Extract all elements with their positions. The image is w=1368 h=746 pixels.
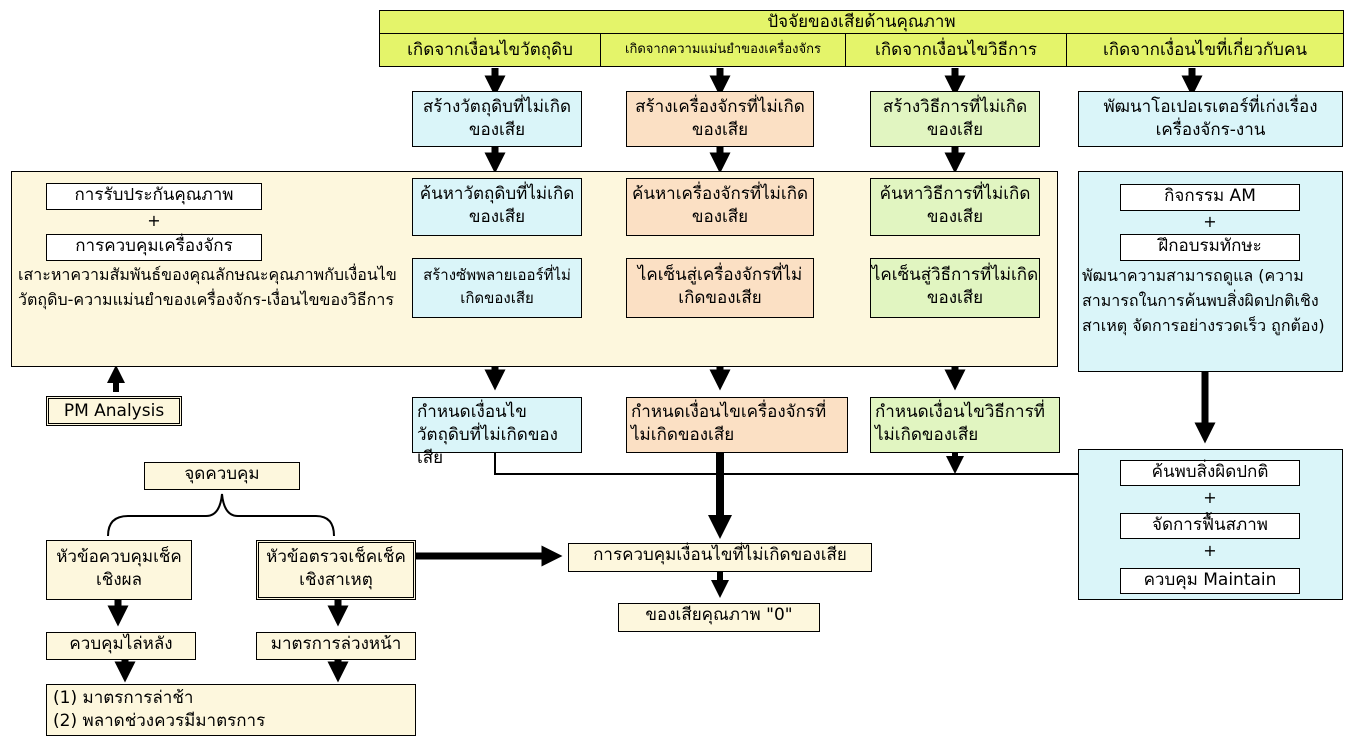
late-measure-list: (1) มาตรการล่าช้า (2) พลาดช่วงควรมีมาตรก…: [46, 684, 416, 736]
result-control-item-box: หัวข้อควบคุมเช็คเชิงผล: [46, 540, 192, 600]
brace: [107, 493, 335, 537]
develop-operator-box: พัฒนาโอเปอเรเตอร์ที่เก่งเรื่องเครื่องจัก…: [1078, 91, 1343, 147]
late-measure-item: (1) มาตรการล่าช้า: [53, 688, 194, 708]
plus-sign: +: [147, 211, 161, 230]
control-point-box: จุดควบคุม: [144, 462, 300, 490]
header-material: เกิดจากเงื่อนไขวัตถุดิบ: [379, 33, 601, 67]
find-abnormal-box: ค้นพบสิ่งผิดปกติ: [1120, 460, 1300, 486]
make-method-box: สร้างวิธีการที่ไม่เกิดของเสีย: [870, 91, 1040, 147]
cause-check-item-box: หัวข้อตรวจเช็คเช็คเชิงสาเหตุ: [256, 540, 416, 600]
plus-sign: +: [1203, 541, 1217, 560]
junction-line: [494, 452, 1078, 475]
am-activity-box: กิจกรรม AM: [1120, 184, 1300, 211]
set-material-condition-box: กำหนดเงื่อนไขวัตถุดิบที่ไม่เกิดของเสีย: [412, 397, 582, 468]
skill-training-box: ฝึกอบรมทักษะ: [1120, 234, 1300, 261]
quality-assurance-box: การรับประกันคุณภาพ: [46, 183, 262, 210]
header-machine: เกิดจากความแม่นยำของเครื่องจักร: [600, 33, 846, 67]
pm-analysis-box: PM Analysis: [46, 396, 182, 426]
plus-sign: +: [1203, 488, 1217, 507]
header-method: เกิดจากเงื่อนไขวิธีการ: [845, 33, 1067, 67]
header-man: เกิดจากเงื่อนไขที่เกี่ยวกับคน: [1066, 33, 1344, 67]
machine-control-box: การควบคุมเครื่องจักร: [46, 234, 262, 261]
find-machine-box: ค้นหาเครื่องจักรที่ไม่เกิดของเสีย: [626, 178, 814, 236]
find-method-box: ค้นหาวิธีการที่ไม่เกิดของเสีย: [870, 178, 1040, 236]
make-material-box: สร้างวัตถุดิบที่ไม่เกิดของเสีย: [412, 91, 582, 147]
advance-measure-box: มาตรการล่วงหน้า: [256, 632, 416, 660]
find-material-box: ค้นหาวัตถุดิบที่ไม่เกิดของเสีย: [412, 178, 582, 236]
kaizen-method-box: ไคเซ็นสู่วิธีการที่ไม่เกิดของเสีย: [870, 258, 1040, 318]
qa-description: เสาะหาความสัมพันธ์ของคุณลักษณะคุณภาพกับเ…: [18, 265, 397, 309]
header-title: ปัจจัยของเสียด้านคุณภาพ: [379, 10, 1344, 34]
condition-control-box: การควบคุมเงื่อนไขที่ไม่เกิดของเสีย: [568, 543, 872, 572]
am-description: พัฒนาความสามารถดูแล (ความสามารถในการค้นพ…: [1082, 266, 1325, 335]
set-method-condition-box: กำหนดเงื่อนไขวิธีการที่ไม่เกิดของเสีย: [870, 397, 1060, 453]
missed-window-item: (2) พลาดช่วงควรมีมาตรการ: [53, 711, 266, 731]
set-machine-condition-box: กำหนดเงื่อนไขเครื่องจักรที่ไม่เกิดของเสี…: [626, 397, 848, 453]
restore-box: จัดการฟื้นสภาพ: [1120, 513, 1300, 539]
make-supplier-box: สร้างซัพพลายเออร์ที่ไม่เกิดของเสีย: [412, 258, 582, 318]
after-control-box: ควบคุมไล่หลัง: [46, 632, 196, 660]
plus-sign: +: [1203, 212, 1217, 231]
make-machine-box: สร้างเครื่องจักรที่ไม่เกิดของเสีย: [626, 91, 814, 147]
maintain-control-box: ควบคุม Maintain: [1120, 568, 1300, 594]
zero-defect-box: ของเสียคุณภาพ "0": [618, 603, 820, 632]
kaizen-machine-box: ไคเซ็นสู่เครื่องจักรที่ไม่เกิดของเสีย: [626, 258, 814, 318]
